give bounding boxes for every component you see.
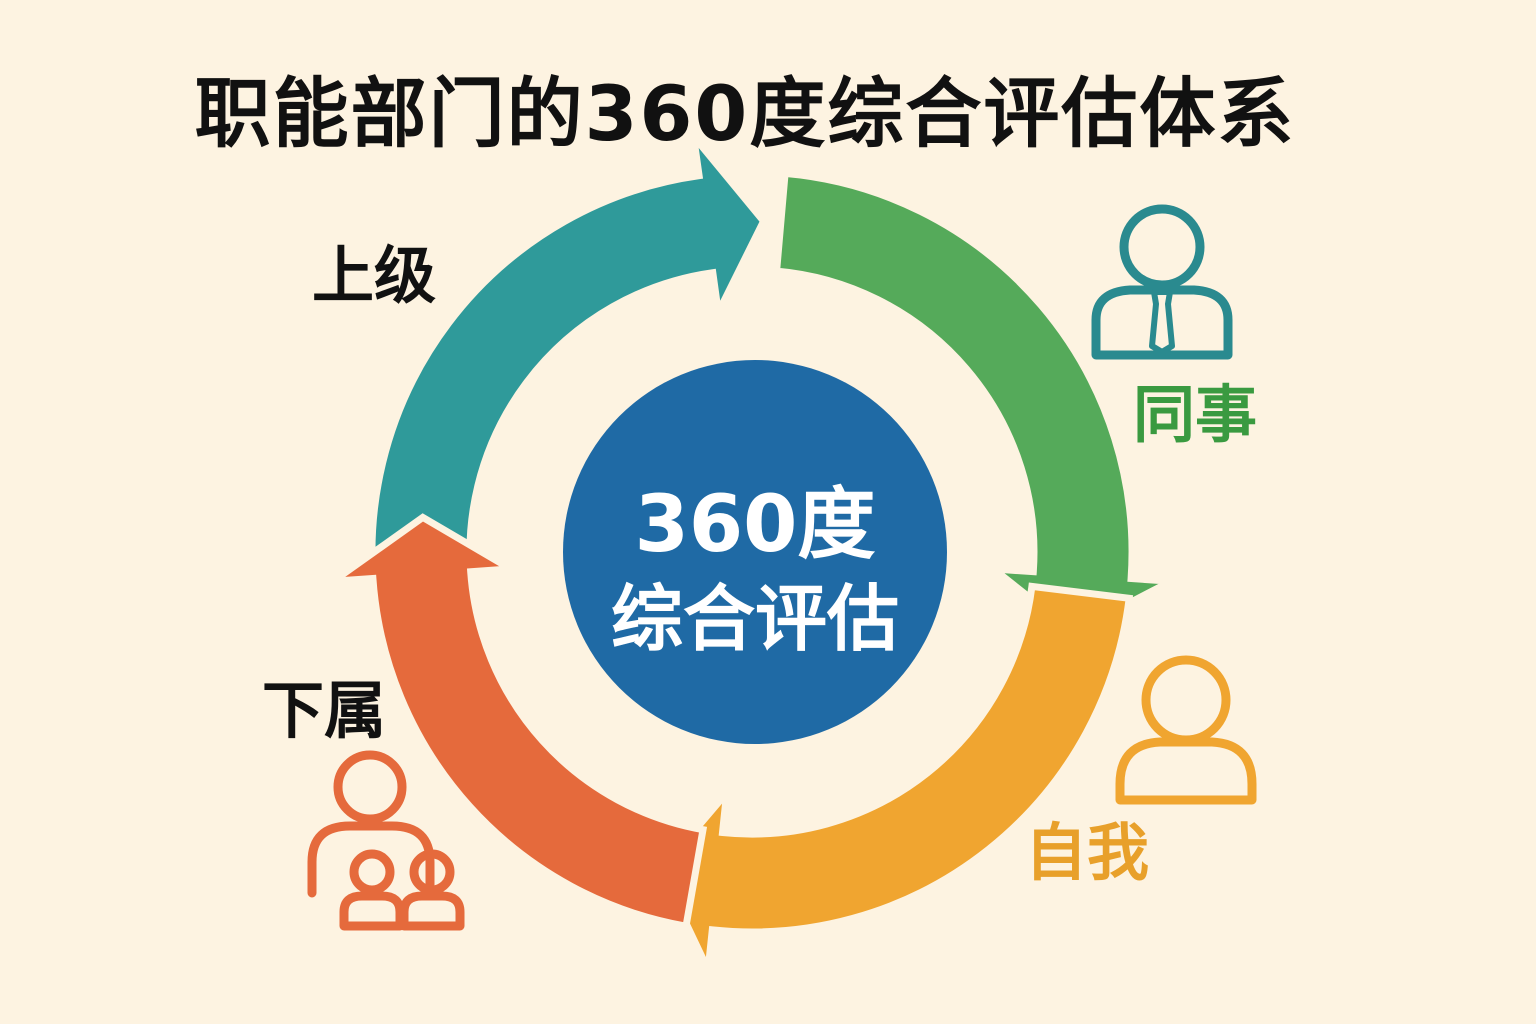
arrow-colleague: [772, 169, 1184, 637]
group-icon: [307, 750, 465, 931]
center-subtitle: 综合评估: [610, 577, 899, 661]
page-title: 职能部门的360度综合评估体系: [194, 69, 1296, 158]
person-icon: [1115, 655, 1257, 805]
person-with-tie-icon: [1091, 204, 1233, 360]
arrow-subordinate: [320, 513, 708, 931]
label-colleague: 同事: [1133, 378, 1258, 451]
arrow-superior: [368, 124, 768, 609]
label-superior: 上级: [312, 239, 437, 312]
center-circle: [563, 360, 947, 744]
cycle-arrows: [320, 124, 1184, 983]
label-subordinate: 下属: [262, 674, 387, 747]
arrow-self: [656, 582, 1134, 983]
label-self: 自我: [1025, 816, 1150, 889]
center-title: 360度: [634, 480, 876, 570]
